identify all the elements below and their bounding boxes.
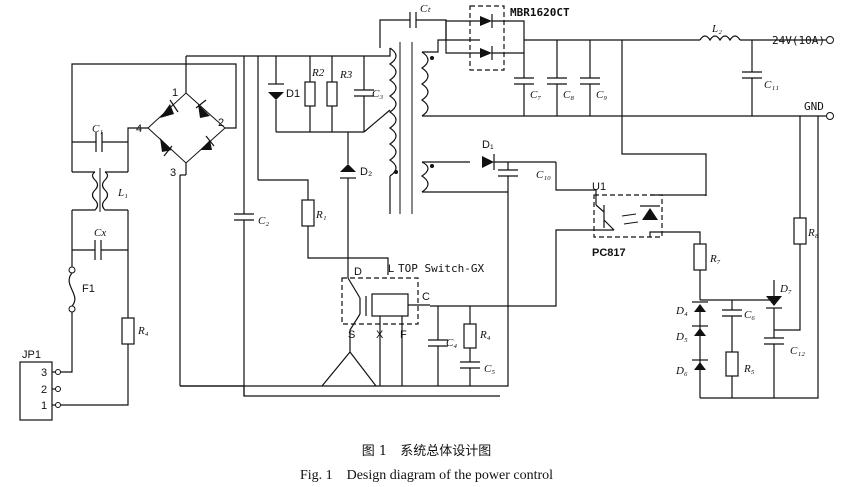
label-top-switch: TOP Switch-GX [398, 262, 484, 275]
label-pin-f: F [400, 329, 407, 341]
label-r5: R₅ [743, 363, 755, 375]
figure-caption-english: Fig. 1 Design diagram of the power contr… [299, 468, 554, 483]
label-pin-d: D [354, 266, 362, 278]
label-bridge-4: 4 [136, 123, 142, 135]
label-d2: D₂ [360, 166, 372, 178]
input-section [19, 63, 237, 421]
label-d7: D₇ [779, 283, 792, 295]
label-c5: C₅ [484, 363, 495, 375]
label-c12: C₁₂ [790, 345, 805, 357]
label-pin-s: S [348, 329, 355, 341]
label-jp1: JP1 [22, 349, 41, 361]
label-c8: C₈ [563, 89, 574, 101]
label-c7: C₇ [530, 89, 541, 101]
label-l2: L₂ [711, 23, 722, 35]
label-pin2: 2 [41, 384, 47, 396]
label-ct: Cₜ [420, 3, 431, 15]
label-c2: C₂ [258, 215, 269, 227]
bridge-rectifier [147, 56, 226, 386]
label-c11: C₁₁ [764, 79, 779, 91]
label-l1: L₁ [117, 187, 128, 199]
top-switch [180, 277, 500, 397]
label-f1: F1 [82, 283, 95, 295]
label-pin1: 1 [41, 400, 47, 412]
feedback-section [692, 116, 807, 398]
label-c9: C₉ [596, 89, 607, 101]
label-r2: R2 [311, 67, 325, 79]
label-bridge-2: 2 [218, 117, 224, 129]
power-control-schematic: C₁ L₁ Cx F1 R₄ JP1 3 2 1 1 2 3 4 C₂ R₁ D… [19, 3, 834, 421]
label-c4: C₄ [446, 337, 457, 349]
label-bridge-1: 1 [172, 87, 178, 99]
label-d6: D₆ [675, 365, 688, 377]
label-r1: R₁ [315, 209, 327, 221]
label-pin3: 3 [41, 367, 47, 379]
label-c10: C₁₀ [536, 169, 551, 181]
label-r4: R₄ [479, 329, 491, 341]
hv-rail [186, 48, 391, 396]
output-section [445, 5, 834, 399]
label-cx: Cx [94, 227, 106, 239]
aux-supply [180, 154, 597, 387]
jp1-connector [19, 361, 53, 421]
label-24v: 24V(10A) [772, 34, 825, 47]
label-d5: D₅ [675, 331, 688, 343]
label-pin-x: X [376, 329, 384, 341]
label-d4: D₄ [675, 305, 688, 317]
optocoupler-u1 [430, 194, 706, 307]
label-d1-aux: D₁ [482, 139, 494, 151]
label-pc817: PC817 [592, 247, 626, 259]
figure-caption-chinese: 图 1 系统总体设计图 [361, 444, 492, 459]
label-r3: R3 [339, 69, 353, 81]
label-r7: R₇ [709, 253, 721, 265]
transformer [379, 12, 826, 214]
label-mbr1620ct: MBR1620CT [510, 6, 570, 19]
label-c1: C₁ [92, 123, 103, 135]
labels: C₁ L₁ Cx F1 R₄ JP1 3 2 1 1 2 3 4 C₂ R₁ D… [22, 3, 825, 412]
label-c6: C₆ [744, 309, 755, 321]
label-r8: R₈ [807, 227, 819, 239]
label-bridge-3: 3 [170, 167, 176, 179]
label-u1: U1 [592, 181, 606, 193]
label-pin-l: L [388, 263, 394, 275]
label-gnd: GND [804, 100, 824, 113]
label-pin-c: C [422, 291, 430, 303]
label-c3: C₃ [372, 88, 383, 100]
label-r4-left: R₄ [137, 325, 149, 337]
label-d1-clamp: D1 [286, 88, 300, 100]
